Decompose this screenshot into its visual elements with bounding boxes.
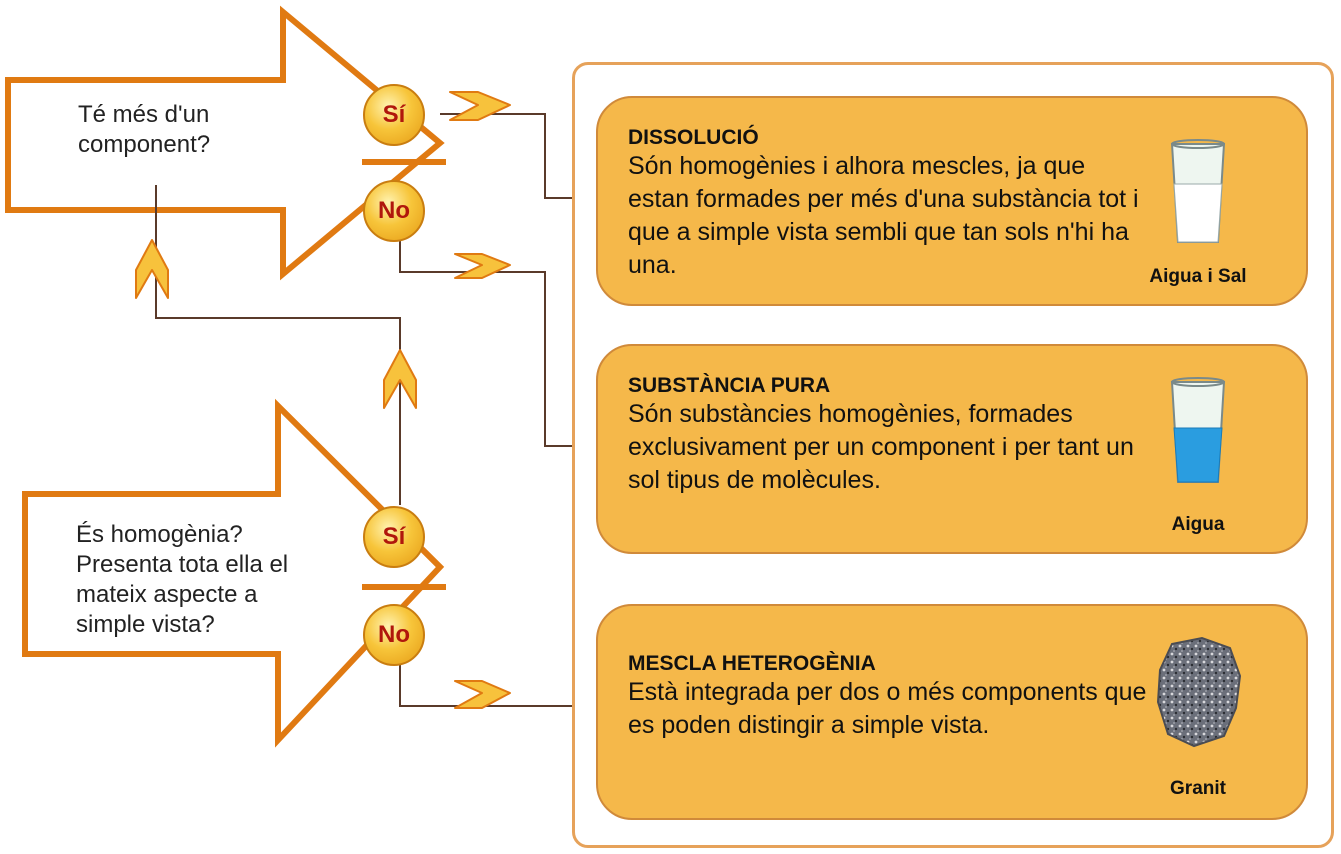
question-arrow-top (5, 5, 445, 281)
question-is-homogeneous: És homogènia? Presenta tota ella el mate… (76, 521, 289, 638)
card-description: Està integrada per dos o més components … (628, 678, 1147, 739)
card-description: Són substàncies homogènies, formades exc… (628, 400, 1134, 494)
chevron-right-icon (454, 253, 511, 279)
card-description: Són homogènies i alhora mescles, ja que … (628, 152, 1139, 279)
chevron-right-icon (449, 91, 511, 121)
card-title: SUBSTÀNCIA PURA (628, 374, 831, 397)
card-image-caption: Aigua (1171, 514, 1225, 535)
connector-no-top (399, 238, 598, 447)
chevron-arrows (135, 91, 511, 709)
card-image-caption: Aigua i Sal (1149, 266, 1247, 287)
glass-salt-water-icon (1170, 139, 1226, 243)
result-card-heterogeneous-mixture: MESCLA HETEROGÈNIA Està integrada per do… (596, 604, 1308, 820)
yes-badge-top: Sí (363, 84, 425, 146)
question-arrow-bottom (22, 398, 445, 748)
separator-bottom (362, 584, 446, 590)
connector-no-bottom (399, 663, 598, 707)
no-badge-top: No (363, 180, 425, 242)
chevron-up-icon (383, 349, 417, 409)
glass-water-icon (1170, 377, 1226, 483)
card-image-caption: Granit (1170, 778, 1226, 799)
no-badge-bottom: No (363, 604, 425, 666)
chevron-right-icon (454, 680, 511, 709)
result-card-dissolution: DISSOLUCIÓ Són homogènies i alhora mescl… (596, 96, 1308, 306)
card-title: MESCLA HETEROGÈNIA (628, 652, 876, 675)
result-card-pure-substance: SUBSTÀNCIA PURA Són substàncies homogèni… (596, 344, 1308, 554)
separator-top (362, 159, 446, 165)
card-title: DISSOLUCIÓ (628, 126, 759, 149)
question-more-than-one-component: Té més d'un component? (78, 101, 211, 158)
chevron-up-icon (135, 239, 169, 299)
granite-rock-icon (1156, 636, 1242, 748)
yes-badge-bottom: Sí (363, 506, 425, 568)
